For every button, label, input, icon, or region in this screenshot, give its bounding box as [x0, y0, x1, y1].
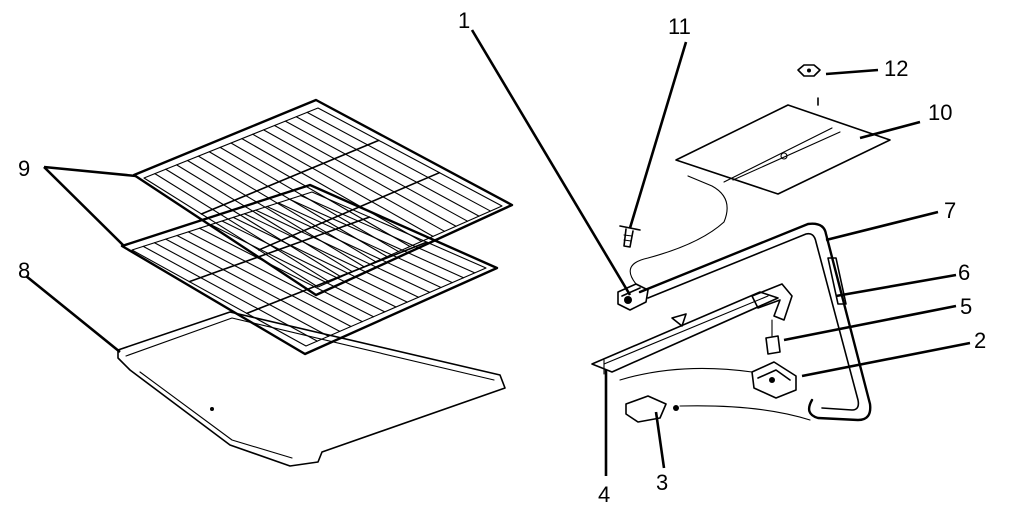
rack-wire: [230, 142, 411, 248]
part-3-connector: [625, 395, 811, 423]
rack-wire: [232, 216, 408, 303]
rack-wire: [208, 151, 388, 258]
rack-wire: [153, 242, 330, 337]
part-10-baffle-plate: [675, 97, 891, 195]
part-11-screw: [619, 225, 641, 248]
callout-11: 11: [668, 14, 691, 39]
rack-wire: [198, 227, 375, 318]
rack-wire: [165, 168, 342, 278]
callout-9: 9: [18, 156, 30, 181]
callout-labels: 1 11 12 10 7 6 5 2 3 4 9 8: [18, 8, 986, 507]
callout-10: 10: [928, 100, 952, 125]
part-2-gas-valve: [619, 361, 797, 399]
callout-4: 4: [598, 482, 610, 507]
rack-crossbar: [258, 171, 441, 251]
part-5-orifice-fitting: [751, 283, 793, 355]
rack-wire: [266, 205, 442, 289]
callout-2: 2: [974, 328, 986, 353]
rack-wire: [176, 164, 354, 273]
rack-wire: [306, 111, 492, 212]
part-8-bottom-panel: [117, 311, 506, 467]
part-6-support-strip: [827, 257, 847, 305]
rack-wire: [273, 124, 457, 227]
part-4-burner-bracket: [591, 291, 779, 375]
rack-wire: [187, 231, 363, 323]
part-7-bake-element: [638, 222, 872, 422]
lower-rack: [120, 183, 499, 356]
upper-rack: [132, 98, 514, 297]
callout-1: 1: [458, 8, 470, 33]
rack-wire: [165, 238, 341, 332]
callout-7: 7: [944, 198, 956, 223]
rack-crossbar: [246, 241, 428, 315]
rack-wire: [210, 224, 386, 313]
rack-wire: [284, 120, 469, 222]
rack-wire: [219, 146, 400, 253]
callout-12: 12: [884, 56, 908, 81]
rack-wire: [295, 116, 480, 217]
callout-6: 6: [958, 260, 970, 285]
part-12-hex-nut: [797, 64, 821, 77]
callout-8: 8: [18, 258, 30, 283]
rack-wire: [243, 213, 420, 298]
rack-wire: [154, 173, 331, 283]
rack-wire: [277, 202, 453, 284]
rack-wire: [221, 220, 397, 308]
rack-wire: [263, 129, 446, 232]
rack-wire: [197, 155, 377, 263]
callout-5: 5: [960, 294, 972, 319]
rack-wire: [241, 138, 423, 242]
rack-wire: [186, 159, 365, 268]
rack-wire: [255, 209, 431, 293]
rack-crossbar: [200, 139, 380, 215]
part-1-ignitor: [617, 175, 728, 311]
rack-wire: [252, 133, 434, 237]
callout-3: 3: [656, 470, 668, 495]
rack-wire: [176, 234, 352, 328]
part-9-oven-racks: [120, 98, 514, 356]
rack-crossbar: [188, 216, 371, 283]
leader-lines: [25, 29, 971, 476]
rack-wire: [142, 245, 318, 342]
